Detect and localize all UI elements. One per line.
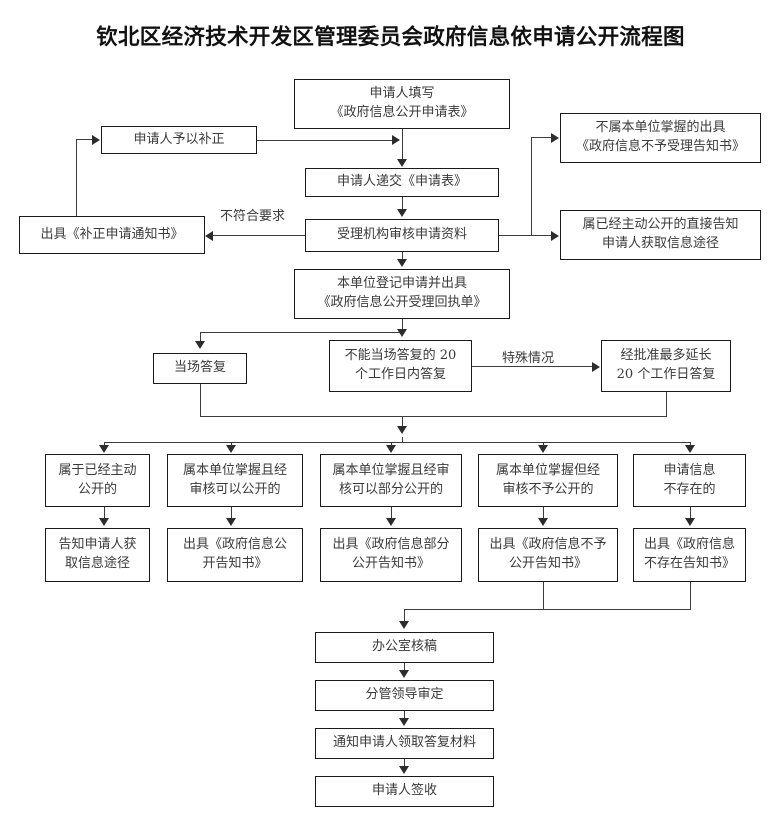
connector-cat2-out2 <box>231 507 232 520</box>
node-amend-notice: 出具《补正申请通知书》 <box>19 216 205 254</box>
connector-cat1-out1 <box>104 507 105 520</box>
arrowhead-category-2 <box>226 445 236 453</box>
arrowhead-review-top <box>397 209 407 217</box>
connector-right-trunk <box>531 137 532 235</box>
node-category-4: 属本单位掌握但经 审核不予公开的 <box>478 454 618 507</box>
node-not-accepted: 不属本单位掌握的出具 《政府信息不予受理告知书》 <box>560 113 761 163</box>
arrowhead-category-1 <box>99 445 109 453</box>
node-review: 受理机构审核申请资料 <box>305 219 499 252</box>
connector-cat5-out5 <box>690 507 691 520</box>
connector-amendnotice-up <box>76 139 77 216</box>
arrowhead-replyextended <box>592 362 600 372</box>
node-reply-onsite: 当场答复 <box>153 353 247 384</box>
connector-converge-bar <box>200 416 667 417</box>
node-category-2: 属本单位掌握且经 审核可以公开的 <box>167 454 303 507</box>
node-already-public: 属已经主动公开的直接告知 申请人获取信息途径 <box>560 210 761 260</box>
connector-trunk-alreadypublic <box>531 235 553 236</box>
node-reply-20days: 不能当场答复的 20 个工作日内答复 <box>329 340 472 392</box>
connector-officecheck-leader <box>404 663 405 671</box>
node-applicant-sign: 申请人签收 <box>315 776 494 807</box>
connector-leader-notify <box>404 711 405 719</box>
connector-cat3-out3 <box>391 507 392 520</box>
arrowhead-category-3 <box>386 445 396 453</box>
edge-label-not-compliant: 不符合要求 <box>218 205 288 224</box>
connector-amendnotice-right <box>76 139 94 140</box>
connector-amend-to-main <box>257 140 393 141</box>
connector-trunk-notaccepted <box>531 137 553 138</box>
node-outcome-4: 出具《政府信息不予 公开告知书》 <box>478 528 618 582</box>
connector-onsite-down <box>200 384 201 416</box>
arrowhead-outcome-4 <box>538 518 548 526</box>
node-submit-form: 申请人递交《申请表》 <box>305 168 499 197</box>
connector-notify-sign <box>404 759 405 767</box>
connector-register-down <box>402 319 403 332</box>
arrowhead-outcome-3 <box>386 518 396 526</box>
arrowhead-outcome-1 <box>99 518 109 526</box>
connector-review-righttrunk <box>499 235 531 236</box>
arrowhead-office-check <box>399 621 409 629</box>
arrowhead-converge <box>397 426 407 434</box>
connector-outcome-converge-bar <box>404 609 691 610</box>
connector-reply20-extended <box>472 366 593 367</box>
arrowhead-applicant-sign <box>399 766 409 774</box>
node-leader-approve: 分管领导审定 <box>315 680 494 711</box>
node-outcome-2: 出具《政府信息公 开告知书》 <box>167 528 303 582</box>
connector-fiveway-stem <box>402 437 403 442</box>
connector-officecheck-stem <box>404 609 405 623</box>
arrowhead-notify-applicant <box>399 718 409 726</box>
arrowhead-amendnotice-right <box>205 231 213 241</box>
arrowhead-submit-top <box>397 159 407 167</box>
arrowhead-leader-approve <box>399 670 409 678</box>
node-fill-form: 申请人填写 《政府信息公开申请表》 <box>294 79 510 129</box>
arrowhead-notaccepted <box>551 133 559 143</box>
node-outcome-3: 出具《政府信息部分 公开告知书》 <box>320 528 462 582</box>
node-outcome-1: 告知申请人获 取信息途径 <box>45 528 150 582</box>
connector-fiveway-bar <box>104 442 690 443</box>
node-reply-extended: 经批准最多延长 20 个工作日答复 <box>601 340 731 392</box>
node-office-check: 办公室核稿 <box>315 632 494 663</box>
arrowhead-category-5 <box>685 445 695 453</box>
node-notify-applicant: 通知申请人领取答复材料 <box>315 728 494 759</box>
arrowhead-amend-left <box>92 135 100 145</box>
connector-review-register <box>402 252 403 260</box>
connector-submit-review <box>402 197 403 210</box>
connector-out5-down <box>690 582 691 609</box>
connector-register-splitbar <box>200 332 403 333</box>
connector-cat4-out4 <box>543 507 544 520</box>
page-title: 钦北区经济技术开发区管理委员会政府信息依申请公开流程图 <box>96 25 685 50</box>
arrowhead-replyonsite-top <box>195 341 205 349</box>
connector-extended-down <box>666 392 667 416</box>
arrowhead-category-4 <box>538 445 548 453</box>
node-register: 本单位登记申请并出具 《政府信息公开受理回执单》 <box>294 269 510 319</box>
node-amend: 申请人予以补正 <box>101 126 257 154</box>
node-category-5: 申请信息 不存在的 <box>633 454 746 507</box>
arrowhead-alreadypublic <box>551 231 559 241</box>
connector-converge-down <box>402 416 403 429</box>
connector-review-amendnotice <box>212 235 305 236</box>
node-outcome-5: 出具《政府信息 不存在告知书》 <box>633 528 746 582</box>
arrowhead-reply20days-top <box>397 329 407 337</box>
arrowhead-outcome-5 <box>685 518 695 526</box>
connector-split-left-drop <box>200 332 201 342</box>
arrowhead-outcome-2 <box>226 518 236 526</box>
connector-fillform-submit <box>402 129 403 160</box>
node-category-1: 属于已经主动 公开的 <box>45 454 150 507</box>
connector-out4-down <box>543 582 544 609</box>
node-category-3: 属本单位掌握且经审 核可以部分公开的 <box>320 454 462 507</box>
arrowhead-amend-join <box>392 135 400 145</box>
edge-label-special-case: 特殊情况 <box>500 347 557 366</box>
arrowhead-register-top <box>397 259 407 267</box>
